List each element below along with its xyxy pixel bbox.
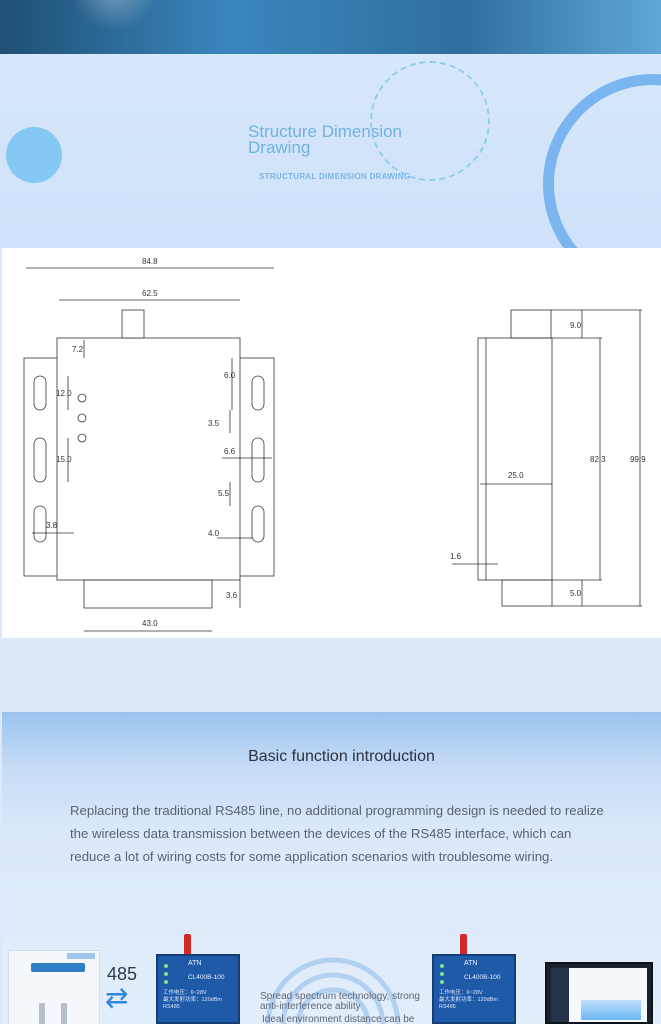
top-banner — [0, 0, 661, 54]
device-model: CL400B-100 — [464, 974, 501, 981]
mount-slot — [33, 437, 47, 483]
led-indicator — [164, 964, 168, 968]
sensor-label — [31, 963, 85, 972]
dim-label: 4.0 — [208, 529, 220, 538]
dim-label: 62.5 — [142, 289, 158, 298]
dim-label: 5.0 — [570, 589, 582, 598]
device-model: CL400B-100 — [188, 974, 225, 981]
monitor-chart — [581, 1000, 641, 1020]
device-specs: 工作电压：6~28V 最大发射功率：120dBm RS485 — [163, 990, 222, 1010]
dim-label: 1.6 — [450, 552, 462, 561]
dim-label: 3.6 — [226, 591, 238, 600]
monitor-screen — [551, 968, 647, 1022]
dim-label: 3.8 — [46, 521, 58, 530]
side-body-outline — [477, 337, 553, 581]
dim-label: 6.0 — [224, 371, 236, 380]
dim-label: 82.3 — [590, 455, 606, 464]
front-base — [83, 579, 213, 609]
side-base — [501, 579, 553, 607]
antenna-icon — [184, 934, 191, 962]
front-body-outline — [56, 337, 241, 581]
dim-label: 12.0 — [56, 389, 72, 398]
indicator-hole — [77, 393, 87, 403]
intro-title: Basic function introduction — [248, 748, 435, 765]
protocol-label: 485 — [107, 964, 138, 984]
indicator-hole — [77, 413, 87, 423]
banner-glow — [70, 0, 160, 30]
section-title: Structure Dimension Drawing — [248, 122, 403, 157]
side-view: 99.9 82.3 9.0 25.0 1.6 5.0 — [450, 309, 646, 607]
led-indicator — [164, 980, 168, 984]
dim-label: 84.8 — [142, 257, 158, 266]
indicator-hole — [77, 433, 87, 443]
sensor-device-image — [8, 950, 100, 1024]
dim-label: 9.0 — [570, 321, 582, 330]
dim-label: 3.5 — [208, 419, 220, 428]
sensor-cable — [39, 1003, 45, 1024]
decor-circle — [6, 127, 62, 183]
mount-slot — [251, 375, 265, 411]
device-body: ATN CL400B-100 工作电压：6~28V 最大发射功率：120dBm … — [432, 954, 516, 1024]
mount-slot — [251, 437, 265, 483]
device-specs: 工作电压：6~28V 最大发射功率：120dBm RS485 — [439, 990, 498, 1010]
dim-label: 7.2 — [72, 345, 84, 354]
side-connector — [510, 309, 552, 339]
led-indicator — [440, 972, 444, 976]
led-indicator — [440, 980, 444, 984]
monitor-image — [545, 962, 653, 1024]
transceiver-device-left: ATN CL400B-100 工作电压：6~28V 最大发射功率：120dBm … — [147, 934, 249, 1024]
device-brand: ATN — [464, 960, 478, 967]
decor-dashed-circle — [370, 61, 490, 181]
mount-slot — [33, 375, 47, 411]
section-spacer — [0, 638, 661, 712]
front-view: 84.8 62.5 43.0 7.2 12.0 15.0 3.8 6.0 3.5… — [23, 257, 275, 632]
device-brand: ATN — [188, 960, 202, 967]
distance-text: Ideal environment distance can be 6~10km — [262, 1014, 415, 1024]
sensor-cable — [61, 1003, 67, 1024]
section-subtitle: STRUCTURAL DIMENSION DRAWING — [259, 172, 411, 181]
intro-section: Basic function introduction Replacing th… — [2, 712, 661, 1024]
product-illustration: 485 ⇄ ATN CL400B-100 工作电压：6~28V 最大发射功率：1… — [2, 934, 661, 1024]
front-connector — [121, 309, 145, 339]
exchange-arrows-icon: ⇄ — [105, 982, 129, 1013]
dim-label: 25.0 — [508, 471, 524, 480]
dimension-drawing: 84.8 62.5 43.0 7.2 12.0 15.0 3.8 6.0 3.5… — [2, 248, 661, 638]
mount-slot — [251, 505, 265, 543]
wireless-waves-icon — [265, 957, 401, 1024]
transceiver-device-right: ATN CL400B-100 工作电压：6~28V 最大发射功率：120dBm … — [423, 934, 525, 1024]
dimension-drawing-svg: 84.8 62.5 43.0 7.2 12.0 15.0 3.8 6.0 3.5… — [23, 257, 646, 632]
dim-label: 15.0 — [56, 455, 72, 464]
device-body: ATN CL400B-100 工作电压：6~28V 最大发射功率：120dBm … — [156, 954, 240, 1024]
led-indicator — [440, 964, 444, 968]
spread-spectrum-text: Spread spectrum technology, strong anti-… — [260, 991, 420, 1012]
decor-ring — [543, 74, 661, 248]
dim-label: 99.9 — [630, 455, 646, 464]
intro-body: Replacing the traditional RS485 line, no… — [70, 803, 604, 864]
dim-label: 5.5 — [218, 489, 230, 498]
section-header: Structure Dimension Drawing STRUCTURAL D… — [0, 54, 661, 248]
dim-label: 43.0 — [142, 619, 158, 628]
sensor-badge — [67, 953, 95, 959]
antenna-icon — [460, 934, 467, 962]
monitor-sidebar — [551, 968, 569, 1022]
led-indicator — [164, 972, 168, 976]
dim-label: 6.6 — [224, 447, 236, 456]
mount-slot — [33, 505, 47, 543]
